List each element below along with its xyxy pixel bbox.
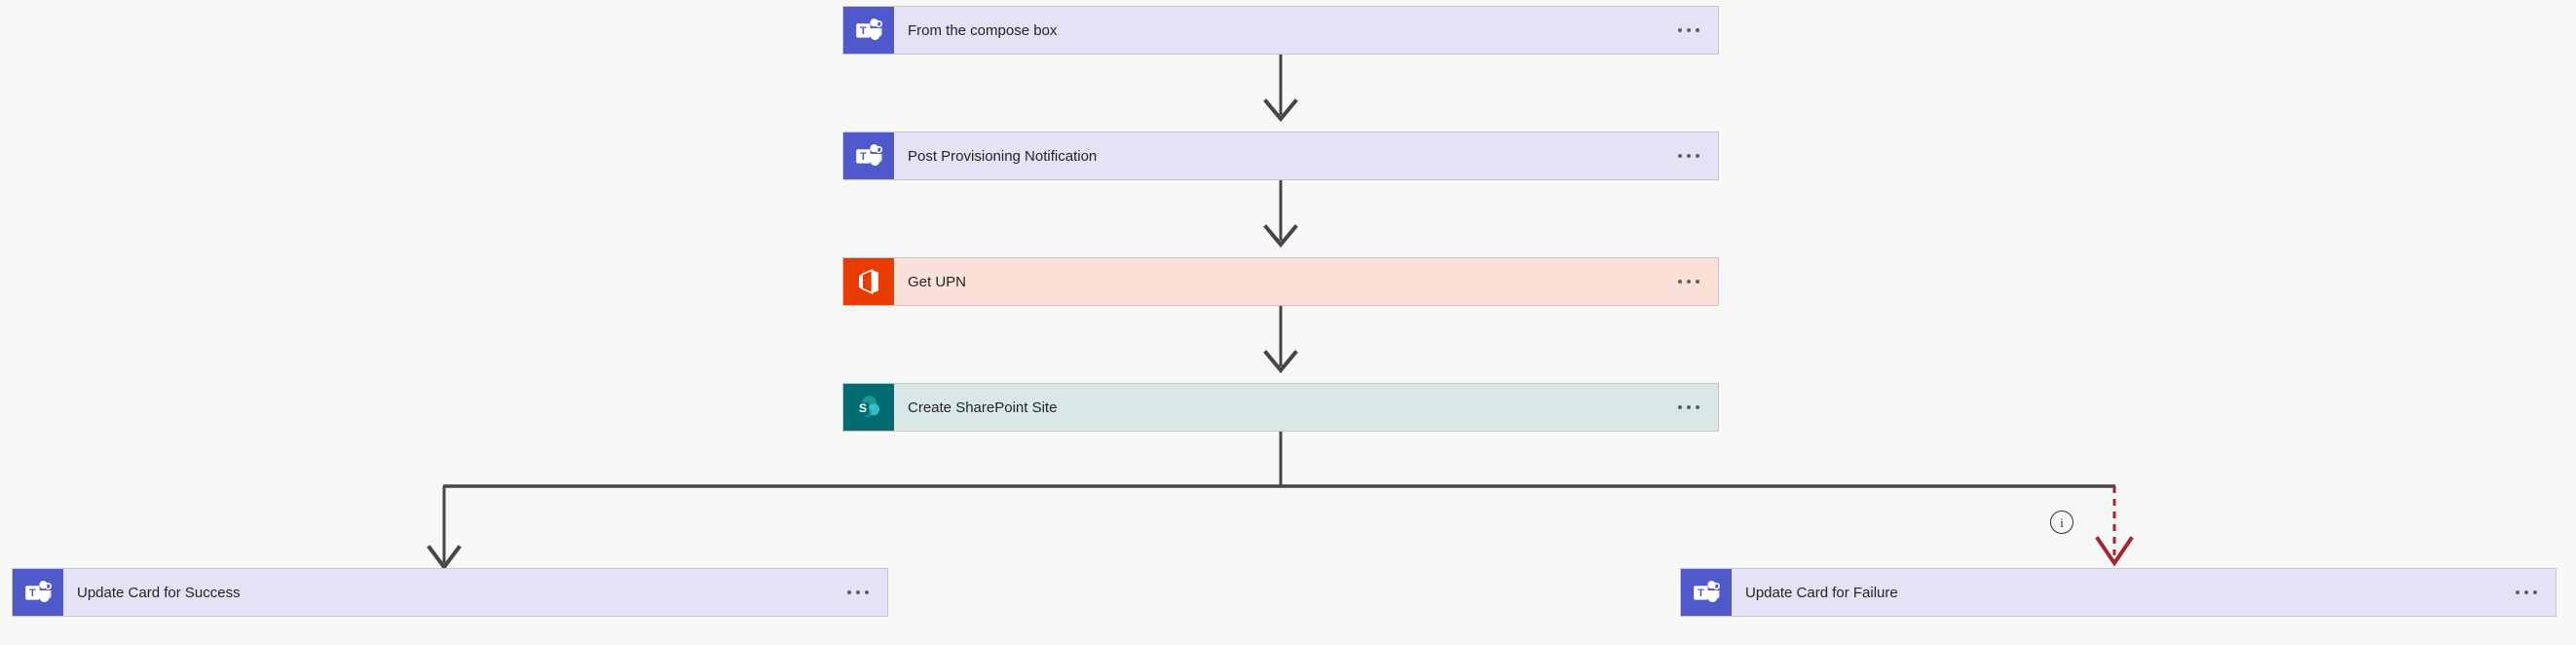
flow-node-menu-button[interactable] xyxy=(829,569,887,616)
flow-node-label: Update Card for Success xyxy=(77,584,241,601)
menu-dot xyxy=(1687,405,1691,409)
menu-dot xyxy=(1696,280,1699,284)
menu-dot xyxy=(1678,154,1682,158)
svg-text:T: T xyxy=(29,588,36,599)
microsoft-teams-icon: T xyxy=(1681,569,1732,616)
flow-node-label: Create SharePoint Site xyxy=(908,398,1058,416)
microsoft-teams-icon: T xyxy=(843,133,894,179)
menu-dot xyxy=(1678,405,1682,409)
menu-dot xyxy=(1696,154,1699,158)
flow-node-menu-button[interactable] xyxy=(1660,258,1718,305)
menu-dot xyxy=(2533,590,2537,594)
menu-dot xyxy=(847,590,851,594)
flow-node-post-provisioning-notification[interactable]: T Post Provisioning Notification xyxy=(842,132,1719,180)
flow-node-menu-button[interactable] xyxy=(1660,7,1718,54)
menu-dot xyxy=(1687,28,1691,32)
info-icon[interactable]: i xyxy=(2050,511,2073,534)
flow-node-get-upn[interactable]: Get UPN xyxy=(842,257,1719,306)
menu-dot xyxy=(865,590,869,594)
flow-node-create-sharepoint-site[interactable]: S Create SharePoint Site xyxy=(842,383,1719,432)
menu-dot xyxy=(1696,28,1699,32)
svg-text:S: S xyxy=(859,401,867,415)
svg-text:T: T xyxy=(860,25,867,37)
menu-dot xyxy=(1678,28,1682,32)
microsoft-teams-icon: T xyxy=(843,7,894,54)
flow-node-label: From the compose box xyxy=(908,21,1058,39)
menu-dot xyxy=(856,590,860,594)
flow-node-menu-button[interactable] xyxy=(2497,569,2556,616)
menu-dot xyxy=(1696,405,1699,409)
svg-text:T: T xyxy=(860,151,867,163)
menu-dot xyxy=(2516,590,2520,594)
flow-node-update-card-for-success[interactable]: T Update Card for Success xyxy=(12,568,888,617)
office-365-icon xyxy=(843,258,894,305)
microsoft-teams-icon: T xyxy=(13,569,63,616)
flow-node-update-card-for-failure[interactable]: T Update Card for Failure xyxy=(1680,568,2557,617)
flow-node-from-compose-box[interactable]: T From the compose box xyxy=(842,6,1719,55)
flow-node-label: Update Card for Failure xyxy=(1745,584,1898,601)
menu-dot xyxy=(1687,280,1691,284)
flow-node-label: Get UPN xyxy=(908,273,967,290)
flow-node-label: Post Provisioning Notification xyxy=(908,147,1098,165)
menu-dot xyxy=(2524,590,2528,594)
svg-text:T: T xyxy=(1698,588,1704,599)
menu-dot xyxy=(1687,154,1691,158)
flow-node-menu-button[interactable] xyxy=(1660,384,1718,431)
flow-node-menu-button[interactable] xyxy=(1660,133,1718,179)
sharepoint-icon: S xyxy=(843,384,894,431)
menu-dot xyxy=(1678,280,1682,284)
